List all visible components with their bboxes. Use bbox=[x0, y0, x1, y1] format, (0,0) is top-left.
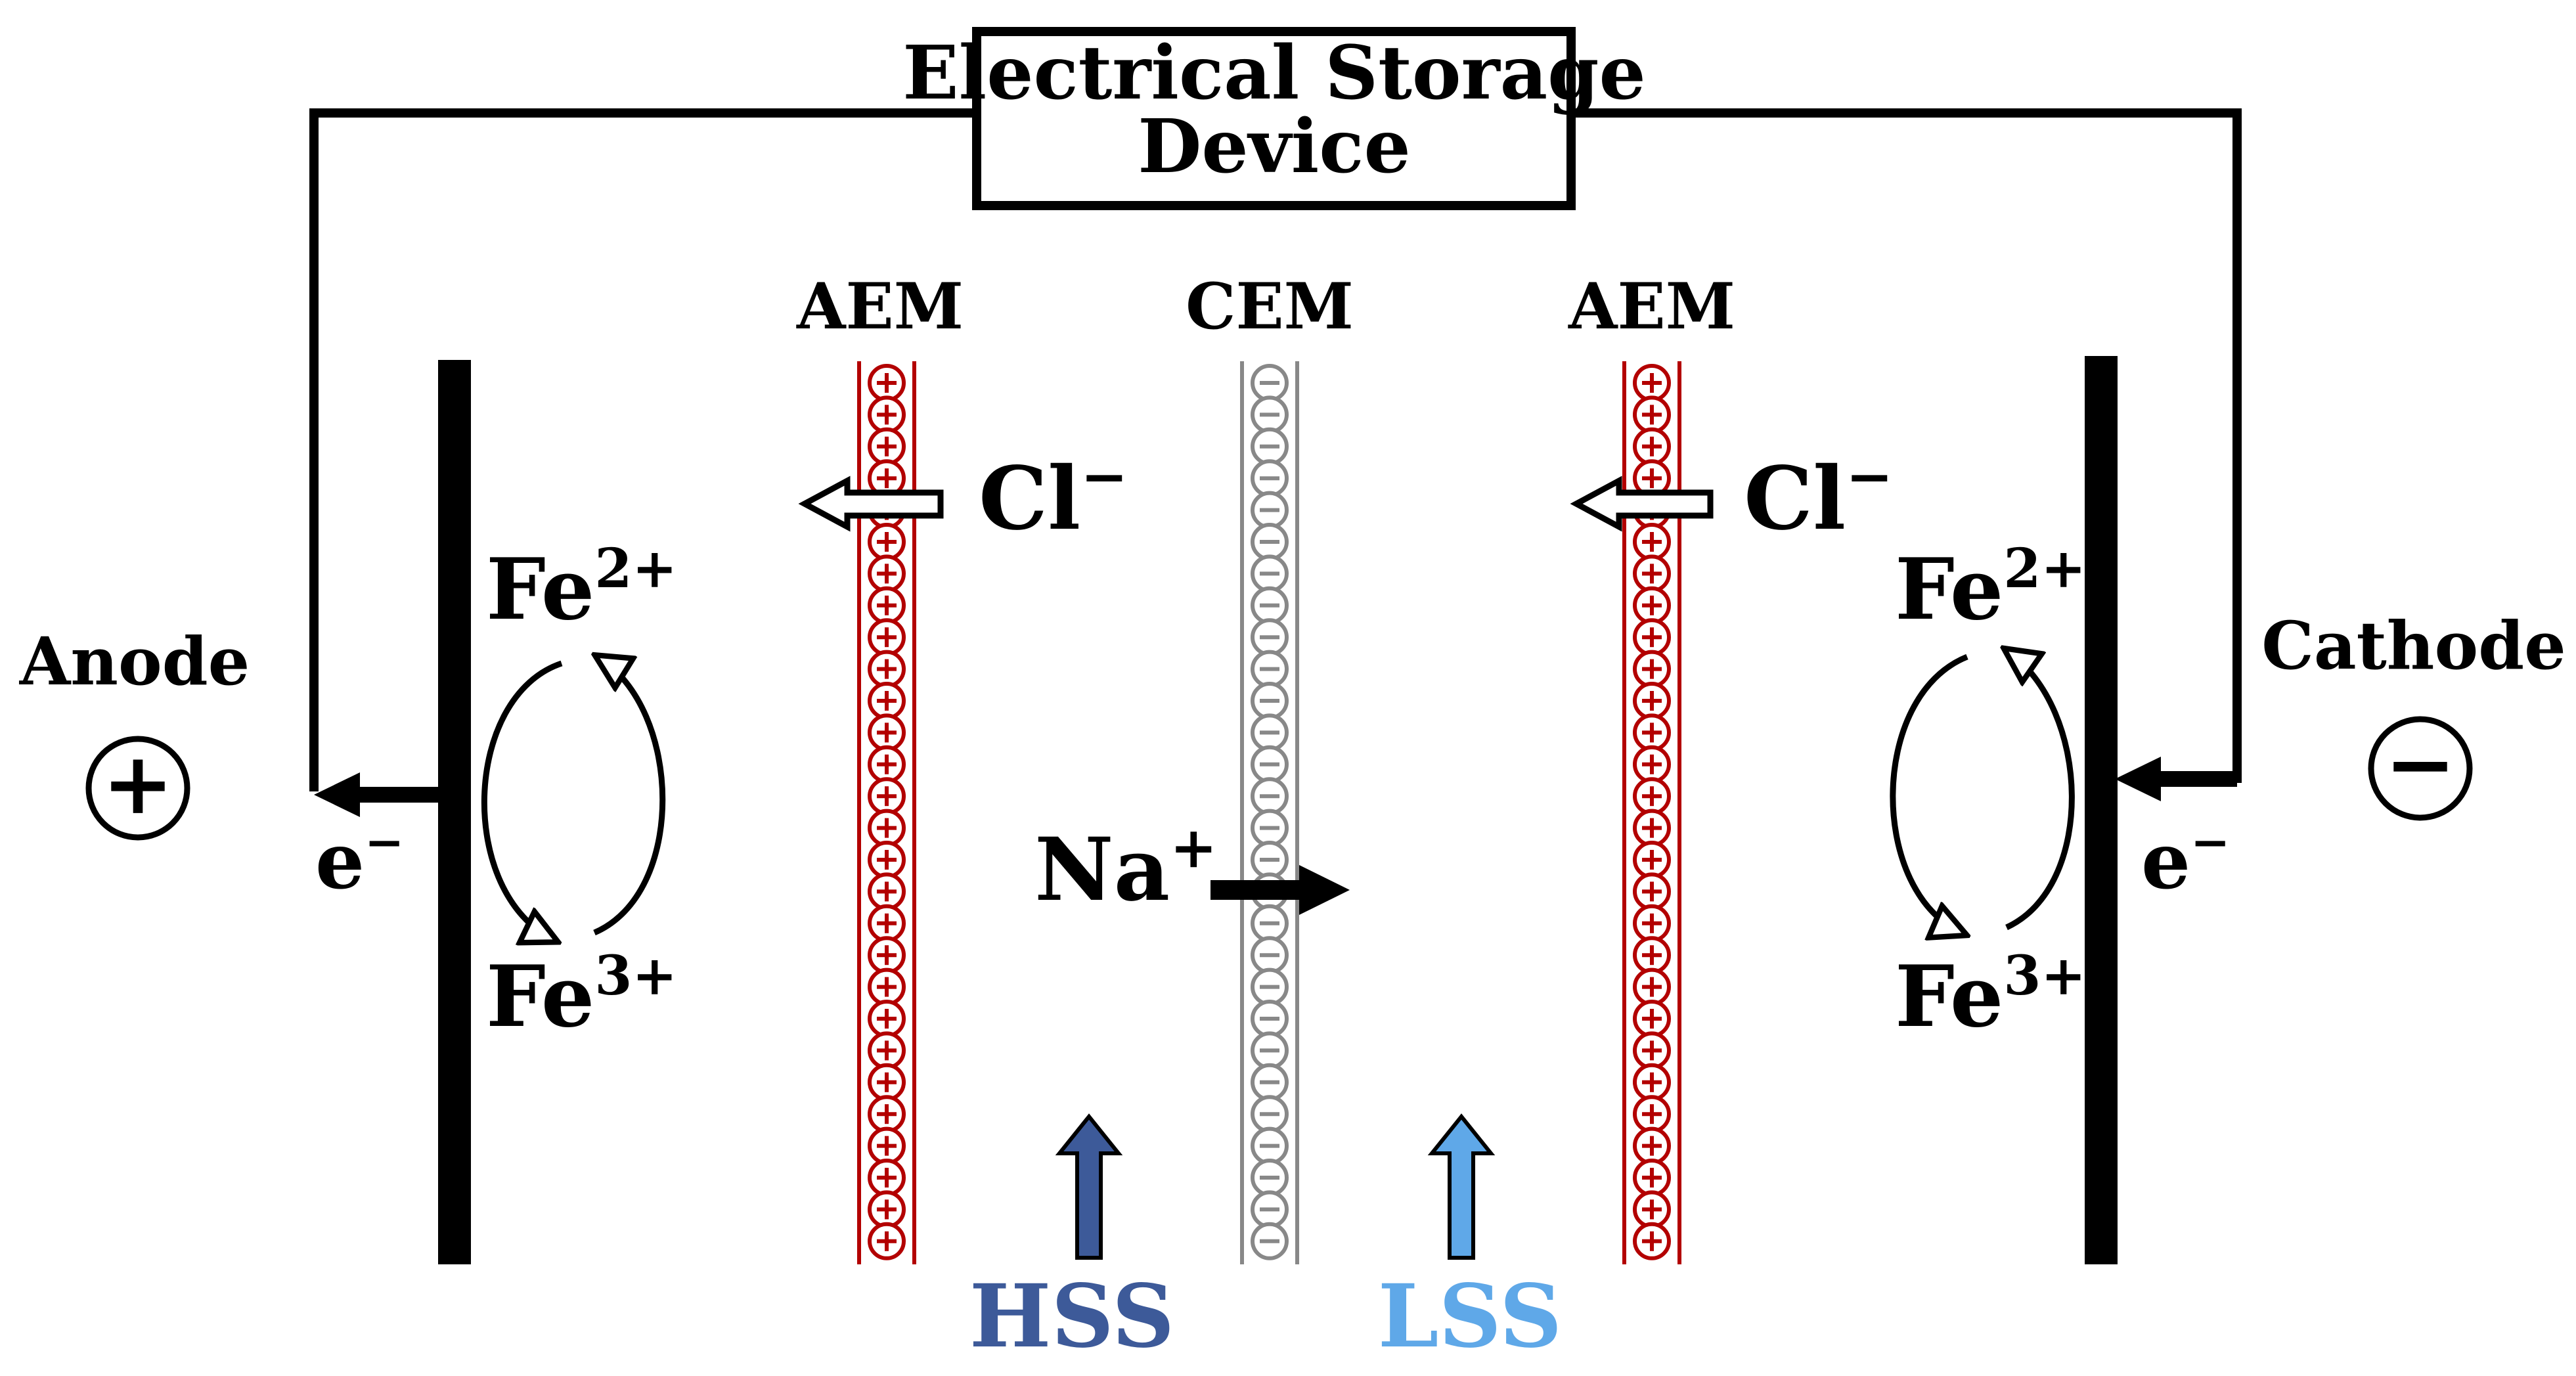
membrane-label: AEM bbox=[1568, 269, 1735, 344]
chloride-label-left: Cl− bbox=[979, 443, 1128, 550]
chloride-arrow-left bbox=[798, 476, 944, 532]
membrane-3: AEM bbox=[1568, 269, 1735, 1264]
storage-device-box bbox=[972, 27, 1576, 210]
cathode-ferrous-label: Fe2+ bbox=[1895, 537, 2086, 639]
hss-label: HSS bbox=[969, 1266, 1174, 1367]
membrane-label: CEM bbox=[1186, 269, 1354, 344]
chloride-arrow-right bbox=[1570, 476, 1714, 532]
storage-device-label-line1: Electrical Storage bbox=[902, 30, 1645, 116]
anode-electrode bbox=[438, 360, 471, 1264]
cathode-label: Cathode bbox=[2261, 607, 2566, 684]
cathode-electron-arrow bbox=[2115, 757, 2237, 801]
cathode-ferric-label: Fe3+ bbox=[1895, 944, 2086, 1046]
cathode-electrode bbox=[2085, 356, 2118, 1264]
chloride-label-right: Cl− bbox=[1744, 443, 1893, 550]
anode-label: Anode bbox=[19, 623, 250, 700]
storage-device: Electrical Storage Device bbox=[902, 27, 1646, 210]
anode-ferrous-label: Fe2+ bbox=[486, 537, 677, 639]
anode-sign-icon: + bbox=[85, 733, 190, 841]
membrane-1: AEM bbox=[796, 269, 964, 1264]
membrane-2: CEM bbox=[1186, 269, 1354, 1264]
cathode-electron-label: e− bbox=[2141, 814, 2230, 906]
anode-electron-label: e− bbox=[315, 814, 404, 906]
storage-device-label-line2: Device bbox=[1138, 104, 1410, 190]
svg-text:+: + bbox=[102, 733, 174, 833]
membranes: AEM CEM AEM bbox=[796, 269, 1735, 1264]
hss-arrow bbox=[1055, 1113, 1123, 1260]
anode-redox-cycle-icon bbox=[481, 657, 666, 941]
cathode-redox-cycle-icon bbox=[1890, 650, 2075, 934]
sodium-label: Na+ bbox=[1034, 814, 1217, 921]
svg-text:−: − bbox=[2385, 713, 2456, 814]
anode-ferric-label: Fe3+ bbox=[486, 944, 677, 1046]
lss-label: LSS bbox=[1378, 1266, 1563, 1367]
cathode-sign-icon: − bbox=[2368, 713, 2473, 821]
sodium-arrow bbox=[1210, 865, 1350, 915]
lss-arrow bbox=[1427, 1113, 1496, 1260]
membrane-label: AEM bbox=[796, 269, 964, 344]
anode-electron-arrow bbox=[314, 772, 443, 817]
